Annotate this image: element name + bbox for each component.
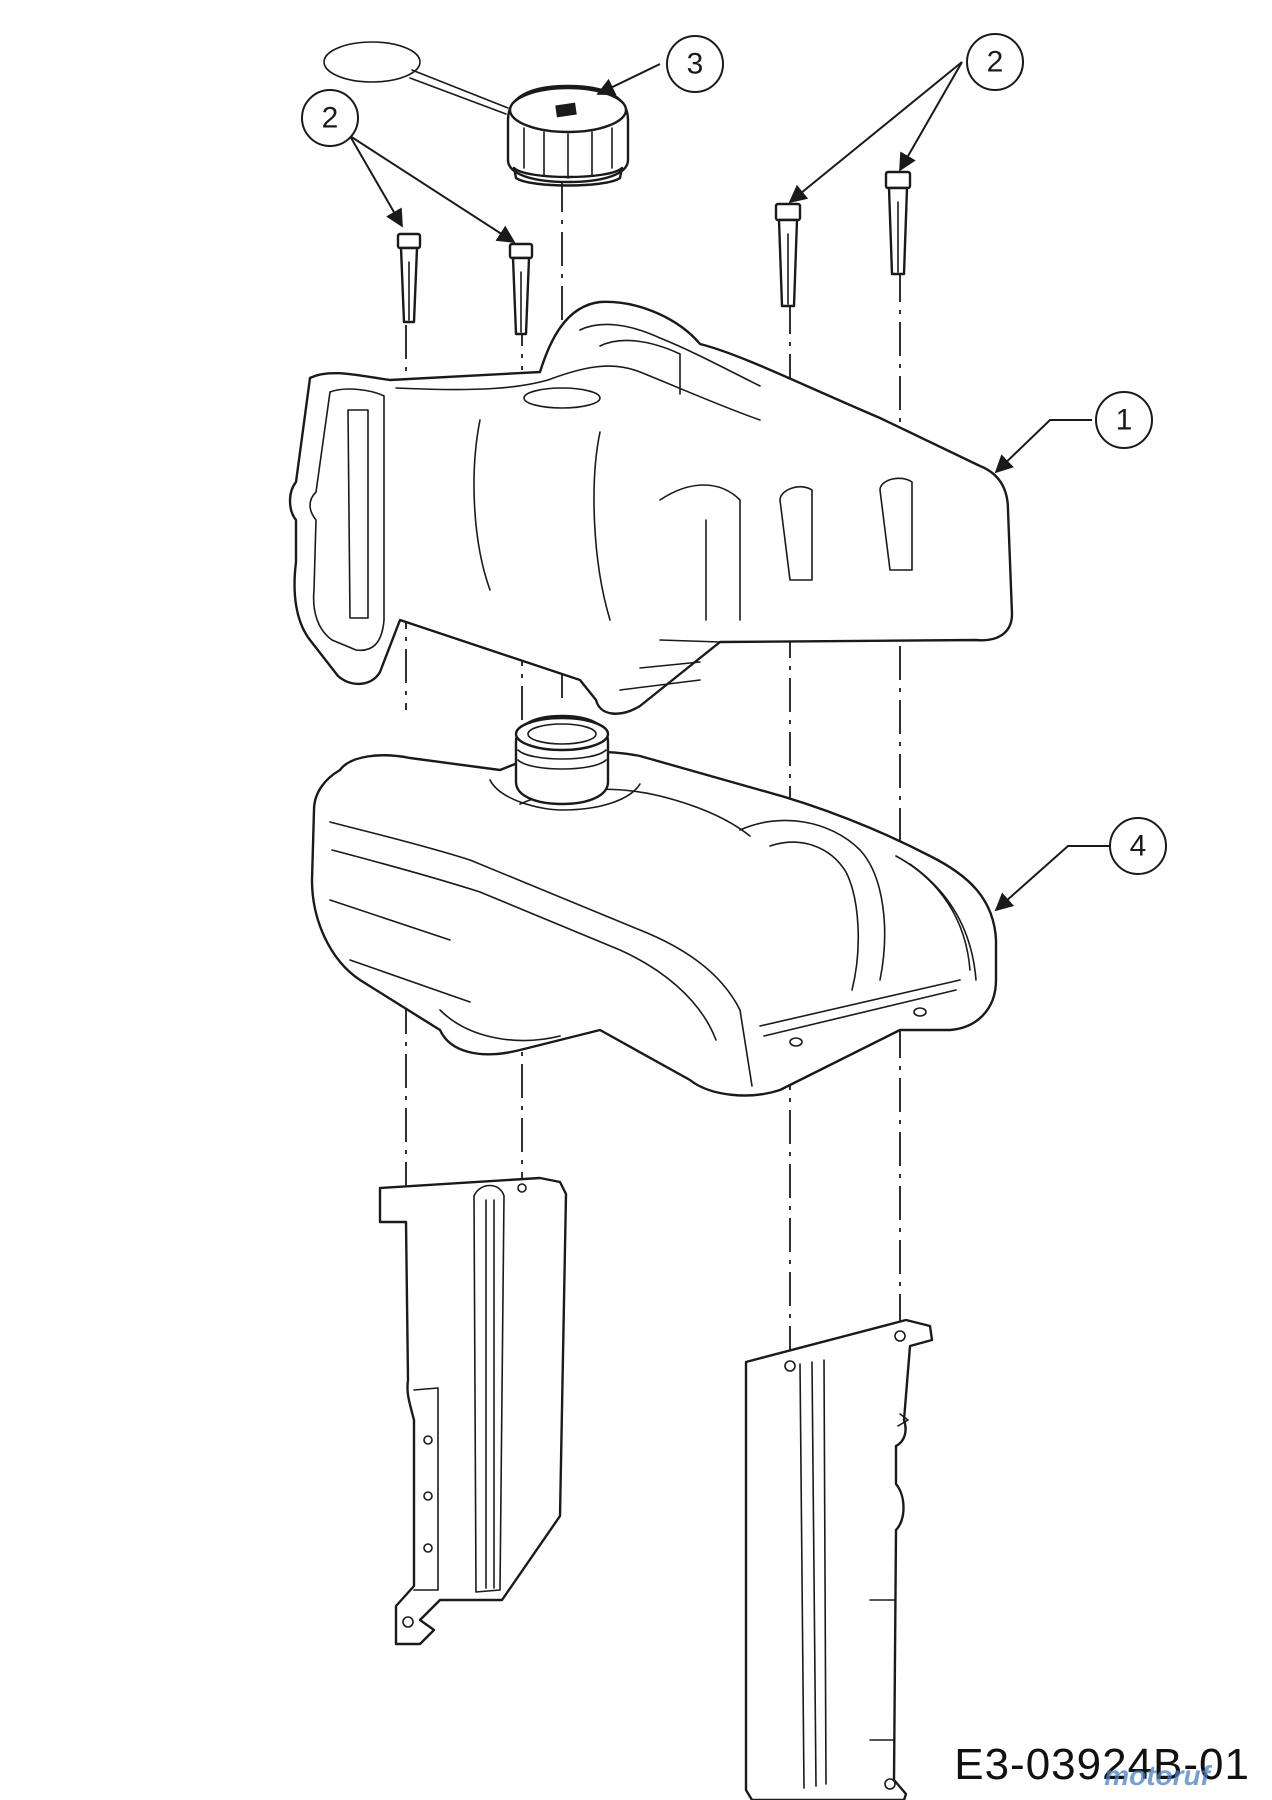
tank-cover xyxy=(288,300,1014,715)
bolt-right-2 xyxy=(884,170,912,276)
callout-4: 4 xyxy=(1109,817,1167,875)
callout-2-right-label: 2 xyxy=(987,46,1004,79)
bolt-right-1 xyxy=(774,202,802,308)
callout-2-right: 2 xyxy=(966,33,1024,91)
callout-2-left: 2 xyxy=(301,89,359,147)
fuel-tank xyxy=(310,714,998,1097)
callout-1: 1 xyxy=(1095,391,1153,449)
bolt-left-2 xyxy=(508,242,534,336)
callout-2-left-label: 2 xyxy=(322,102,339,135)
fuel-cap xyxy=(323,41,630,187)
bracket-left xyxy=(378,1176,568,1646)
callout-3-label: 3 xyxy=(687,48,704,81)
watermark-logo: motoruf xyxy=(1104,1760,1210,1791)
bolt-left-1 xyxy=(396,232,422,324)
callout-4-label: 4 xyxy=(1130,830,1147,863)
callout-3: 3 xyxy=(666,35,724,93)
drawing-number: E3-03924B-01 xyxy=(954,1740,1250,1789)
bracket-right xyxy=(744,1318,934,1800)
callout-leaders xyxy=(349,61,1110,912)
callout-1-label: 1 xyxy=(1116,404,1133,437)
